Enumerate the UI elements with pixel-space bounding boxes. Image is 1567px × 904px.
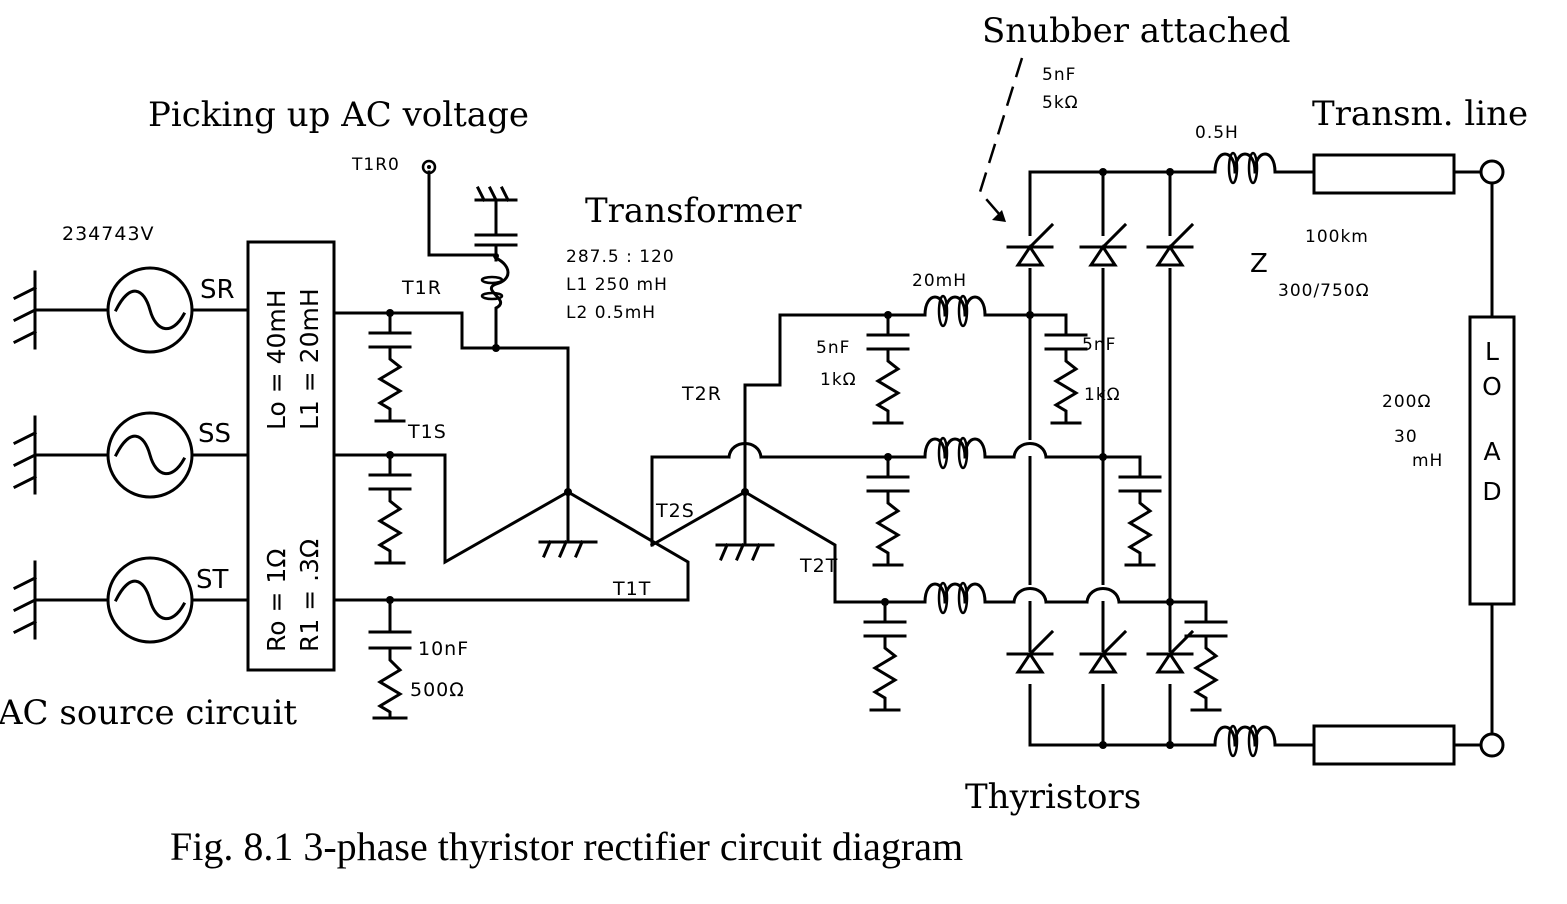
terminal-t1t: T1T <box>612 578 651 600</box>
r1-value: R1 = .3Ω <box>295 539 324 652</box>
callout-arrow-icon <box>978 57 1024 216</box>
transmission-line-lower <box>1312 724 1456 766</box>
load-resistance: 200Ω <box>1382 392 1431 412</box>
ground-icon <box>13 270 37 350</box>
probe-label: T1R0 <box>351 155 400 175</box>
line-z-symbol: Z <box>1250 249 1268 279</box>
ac-source-st <box>13 556 250 644</box>
label-transm-line: Transm. line <box>1312 94 1528 134</box>
terminal-t1s: T1S <box>407 421 447 443</box>
source-voltage: 234743V <box>62 223 155 245</box>
transformer-l1: L1 250 mH <box>566 275 668 295</box>
thyristor-snubber-cap: 5nF <box>1042 65 1076 85</box>
snubber-rc-icon <box>1184 600 1228 712</box>
terminal-t2s: T2S <box>655 500 695 522</box>
load-inductance-value: 30 <box>1394 427 1418 447</box>
snubber-rc-icon <box>866 313 910 425</box>
load-d: D <box>1482 477 1501 506</box>
snubber-rc-icon <box>1044 313 1088 425</box>
bridge-snubber-res: 1kΩ <box>1084 385 1121 405</box>
ac-source-icon <box>106 266 194 354</box>
thyristor-snubber-res: 5kΩ <box>1042 93 1079 113</box>
rc-filter-icon <box>368 453 412 565</box>
transformer-ratio: 287.5 : 120 <box>566 247 675 267</box>
ground-icon <box>13 415 37 495</box>
load-block <box>1468 315 1516 606</box>
thyristor-upper-row <box>1006 223 1194 268</box>
ground-icon <box>538 540 598 558</box>
phase-label-ss: SS <box>198 419 231 449</box>
dc-reactor-icon <box>1203 151 1287 185</box>
load-l: L <box>1485 337 1499 366</box>
ground-icon <box>13 560 37 640</box>
transformer-l2: L2 0.5mH <box>566 303 656 323</box>
ro-value: Ro = 1Ω <box>262 549 291 652</box>
ac-source-ss <box>13 411 250 499</box>
label-transformer: Transformer <box>585 191 802 231</box>
label-thyristors: Thyristors <box>965 777 1141 817</box>
ground-icon <box>715 543 775 561</box>
figure-caption: Fig. 8.1 3-phase thyristor rectifier cir… <box>170 824 963 869</box>
rc-filter-icon <box>368 311 412 423</box>
snubber-rc-icon <box>863 600 907 712</box>
snubber-rc-icon <box>1118 455 1162 567</box>
terminal-t2t: T2T <box>799 555 838 577</box>
terminal-t1r: T1R <box>401 277 442 299</box>
l1-value: L1 = 20mH <box>295 288 324 430</box>
line-length: 100km <box>1305 227 1369 247</box>
bridge-snubber-cap: 5nF <box>1082 335 1116 355</box>
lo-value: Lo = 40mH <box>262 289 291 430</box>
transmission-line-upper <box>1312 153 1456 195</box>
filter-cap: 10nF <box>418 638 469 660</box>
source-filter-rc <box>368 598 412 720</box>
dc-reactor-icon <box>1203 724 1287 758</box>
terminal-icon <box>1479 159 1505 185</box>
phase-label-sr: SR <box>200 275 235 305</box>
line-impedance: 300/750Ω <box>1278 281 1370 301</box>
snubber-input-res: 1kΩ <box>820 370 857 390</box>
terminal-icon <box>1479 732 1505 758</box>
ac-source-icon <box>106 556 194 644</box>
filter-res: 500Ω <box>410 679 465 701</box>
label-snubber: Snubber attached <box>982 11 1291 51</box>
load-inductance-unit: mH <box>1412 451 1443 471</box>
phase-label-st: ST <box>196 565 229 595</box>
snubber-input-cap: 5nF <box>816 338 850 358</box>
snubber-rc-icon <box>866 455 910 567</box>
load-o: O <box>1482 372 1502 401</box>
terminal-t2r: T2R <box>681 383 722 405</box>
pickup-coil-icon <box>489 255 510 350</box>
label-ac-source: AC source circuit <box>0 693 297 733</box>
load-a: A <box>1483 437 1500 466</box>
label-picking-up: Picking up AC voltage <box>148 95 529 135</box>
ac-source-icon <box>106 411 194 499</box>
thyristor-lower-row <box>1006 630 1194 684</box>
dc-reactor-value: 0.5H <box>1195 123 1239 143</box>
ac-source-sr <box>13 266 250 354</box>
line-reactor-value: 20mH <box>912 271 967 291</box>
